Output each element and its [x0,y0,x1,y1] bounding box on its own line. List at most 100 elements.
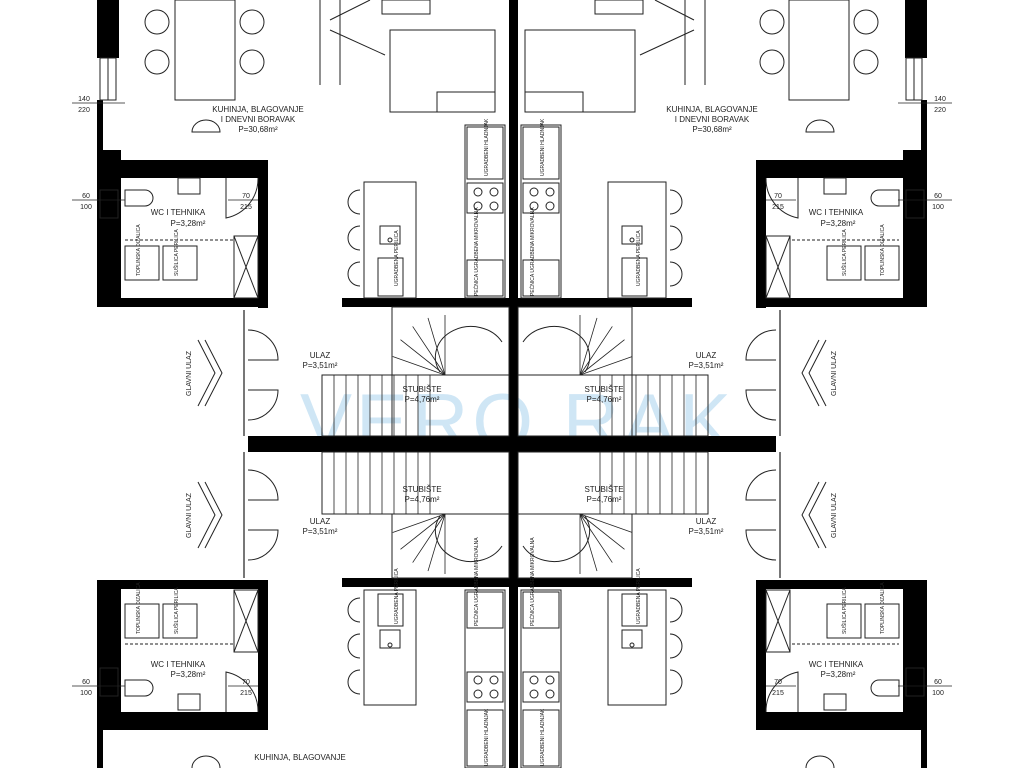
dim-door-h-bl: 215 [240,690,252,697]
entry-doors [247,329,777,561]
stair-area-tr: P=4,76m² [587,395,622,404]
entry-arrows [197,339,827,549]
dim-door-h-tl: 215 [240,204,252,211]
stair-tread [427,513,446,572]
dimension-labels: 140 220 140 220 60 100 60 100 60 100 60 … [78,96,946,697]
wc-area-bl: P=3,28m² [171,670,206,679]
stair-label-br: STUBIŠTE [584,485,623,494]
room-labels: KUHINJA, BLAGOVANJE I DNEVNI BORAVAK P=3… [151,105,864,762]
dim-door-w-br: 70 [774,679,782,686]
dim-win-h-r: 220 [934,107,946,114]
stair-tread [392,356,446,376]
dining-table-left [174,0,236,101]
main-entry-br: GLAVNI ULAZ [831,492,838,538]
dim-door-h-tr: 215 [772,204,784,211]
stair-tread [579,513,613,563]
stair-tread [579,513,633,533]
dim-wcwin-w-br: 60 [934,679,942,686]
dimension-lines [72,102,952,687]
fridge-label-bl: UGRADBENI HLADNJAK [484,708,490,766]
walls [97,0,927,768]
stair-label-tl: STUBIŠTE [402,385,441,394]
washer-label-br: SUŠILICA PERILICA [841,587,848,634]
appliance-labels: UGRADBENA PERILICA UGRADBENA PERILICA UG… [136,118,886,766]
washer-label-tl: SUŠILICA PERILICA [173,229,180,276]
windows [99,57,925,697]
stair-label-bl: STUBIŠTE [402,485,441,494]
kitchen-label-tl: KUHINJA, BLAGOVANJE [212,105,303,114]
stair-tread [400,339,446,376]
middle-wall [248,436,776,452]
dishwasher-label-tr: UGRADBENA PERILICA [636,230,642,286]
entry-label-bl: ULAZ [310,517,331,526]
wc-area-tr: P=3,28m² [821,219,856,228]
stair-tread [400,513,446,550]
stair-tread [579,513,598,572]
entry-area-tl: P=3,51m² [303,361,338,370]
dim-wcwin-h-tr: 100 [932,204,944,211]
dim-wcwin-h-br: 100 [932,690,944,697]
kitchen-label-tr: KUHINJA, BLAGOVANJE [666,105,757,114]
kitchen-area-tr: P=30,68m² [692,125,732,134]
entry-walls [243,310,781,578]
boiler-label-tr: TOPLINSKA DIZALICA [880,224,886,276]
dim-door-h-br: 215 [772,690,784,697]
wc-area-tl: P=3,28m² [171,219,206,228]
wc-fixtures [124,177,900,713]
dim-wcwin-h-tl: 100 [80,204,92,211]
stair-tread [579,513,625,550]
fridge-label-tr: UGRADBENI HLADNJAK [540,118,546,176]
stair-tread [412,326,446,376]
washer-label-bl: SUŠILICA PERILICA [173,587,180,634]
kitchen-area-tl: P=30,68m² [238,125,278,134]
entry-area-bl: P=3,51m² [303,527,338,536]
left-outer-wall-top [97,0,119,58]
entry-label-tr: ULAZ [696,351,717,360]
dim-wcwin-w-tr: 60 [934,193,942,200]
dishwasher-label-tl: UGRADBENA PERILICA [394,230,400,286]
boiler-label-bl: TOPLINSKA DIZALICA [136,582,142,634]
wc-area-br: P=3,28m² [821,670,856,679]
main-entry-tl: GLAVNI ULAZ [186,350,193,396]
dim-door-w-tl: 70 [242,193,250,200]
stair-area-br: P=4,76m² [587,495,622,504]
stair-tread [579,317,598,376]
dim-wcwin-h-bl: 100 [80,690,92,697]
dim-wcwin-w-tl: 60 [82,193,90,200]
center-wall [509,0,518,768]
dim-door-w-bl: 70 [242,679,250,686]
dim-win-h-l: 220 [78,107,90,114]
dim-wcwin-w-bl: 60 [82,679,90,686]
lower-partition-wall [342,578,692,587]
stair-tread [579,326,613,376]
oven-label-bl: PEĆNICA UGRADBENA MIKROVALNA [473,537,480,626]
stair-tread [579,339,625,376]
wc-label-br: WC I TEHNIKA [809,660,864,669]
kitchen-sub-tl: I DNEVNI BORAVAK [221,115,296,124]
dishwasher-label-br: UGRADBENA PERILICA [636,568,642,624]
washer-label-tr: SUŠILICA PERILICA [841,229,848,276]
dim-win-w-l: 140 [78,96,90,103]
oven-label-br: PEĆNICA UGRADBENA MIKROVALNA [529,537,536,626]
oven-label-tl: PEĆNICA UGRADBENA MIKROVALNA [473,207,480,296]
dining-sets [144,0,879,768]
stair-tread [427,317,446,376]
boiler-label-tl: TOPLINSKA DIZALICA [136,224,142,276]
stair-area-bl: P=4,76m² [405,495,440,504]
entry-label-tl: ULAZ [310,351,331,360]
lounge-furniture [319,0,706,113]
main-entry-tr: GLAVNI ULAZ [831,350,838,396]
stair-tread [392,513,446,533]
kitchen-sub-tr: I DNEVNI BORAVAK [675,115,750,124]
entry-label-br: ULAZ [696,517,717,526]
stair-label-tr: STUBIŠTE [584,385,623,394]
wc-label-tl: WC I TEHNIKA [151,208,206,217]
stair-tread [579,356,633,376]
wc-label-bl: WC I TEHNIKA [151,660,206,669]
boiler-label-br: TOPLINSKA DIZALICA [880,582,886,634]
oven-label-tr: PEĆNICA UGRADBENA MIKROVALNA [529,207,536,296]
stair-treads [321,315,709,574]
dining-table-right [788,0,850,101]
